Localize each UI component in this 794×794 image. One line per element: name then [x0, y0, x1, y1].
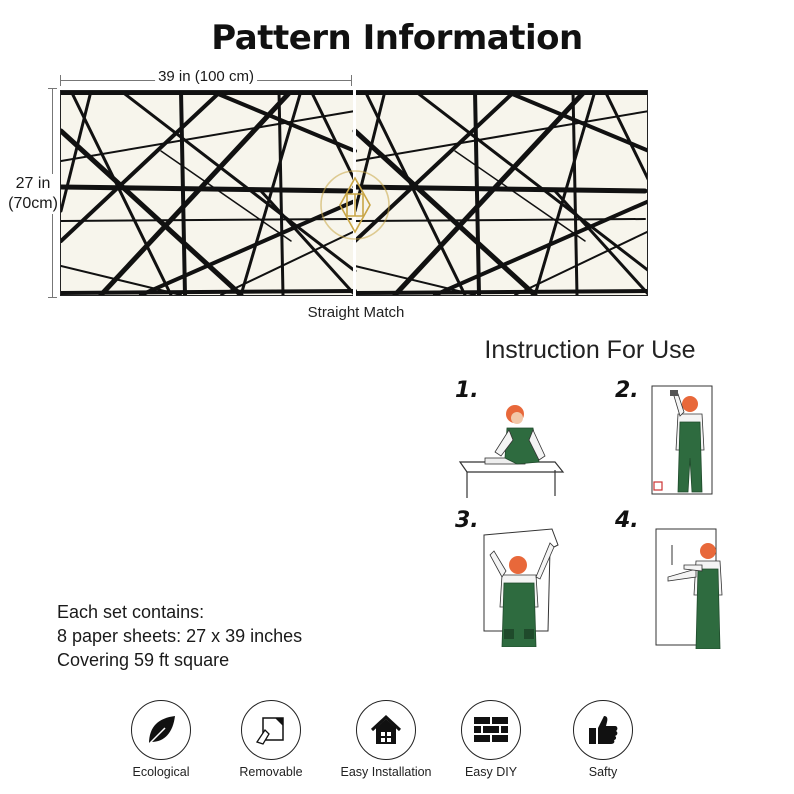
feature-easy-diy: Easy DIY: [436, 700, 546, 779]
width-dimension: 39 in (100 cm): [60, 68, 352, 88]
brick-wall-icon: [461, 700, 521, 760]
match-label: Straight Match: [307, 304, 405, 321]
thumbs-up-icon: [573, 700, 633, 760]
set-info-line-1: Each set contains:: [57, 602, 205, 622]
feature-label: Removable: [239, 765, 303, 779]
set-contents: Each set contains: 8 paper sheets: 27 x …: [57, 600, 302, 672]
height-label: 27 in (70cm): [6, 174, 60, 214]
page-title: Pattern Information: [211, 18, 583, 58]
house-icon: [356, 700, 416, 760]
peel-icon: [241, 700, 301, 760]
feature-ecological: Ecological: [106, 700, 216, 779]
pattern-lines: [61, 91, 647, 295]
set-info-line-2: 8 paper sheets: 27 x 39 inches: [57, 626, 303, 646]
step-3-illustration: [483, 528, 559, 647]
width-label: 39 in (100 cm): [155, 68, 257, 85]
feature-label: Safty: [588, 765, 618, 779]
step-4-illustration: [655, 528, 723, 649]
step-3-number: 3.: [455, 508, 479, 533]
feature-easy-installation: Easy Installation: [331, 700, 441, 779]
panel-seam: [353, 90, 356, 296]
step-1-number: 1.: [455, 378, 479, 403]
feature-label: Ecological: [132, 765, 190, 779]
step-2-number: 2.: [615, 378, 639, 403]
leaf-icon: [131, 700, 191, 760]
step-4-number: 4.: [615, 508, 639, 533]
feature-safety: Safty: [548, 700, 658, 779]
watermark-logo: [300, 150, 410, 260]
step-1-illustration: [458, 405, 565, 498]
feature-label: Easy Installation: [340, 765, 432, 779]
feature-label: Easy DIY: [464, 765, 518, 779]
feature-removable: Removable: [216, 700, 326, 779]
set-info-line-3: Covering 59 ft square: [57, 650, 230, 670]
step-2-illustration: [651, 385, 713, 495]
instructions-title: Instruction For Use: [484, 336, 696, 364]
